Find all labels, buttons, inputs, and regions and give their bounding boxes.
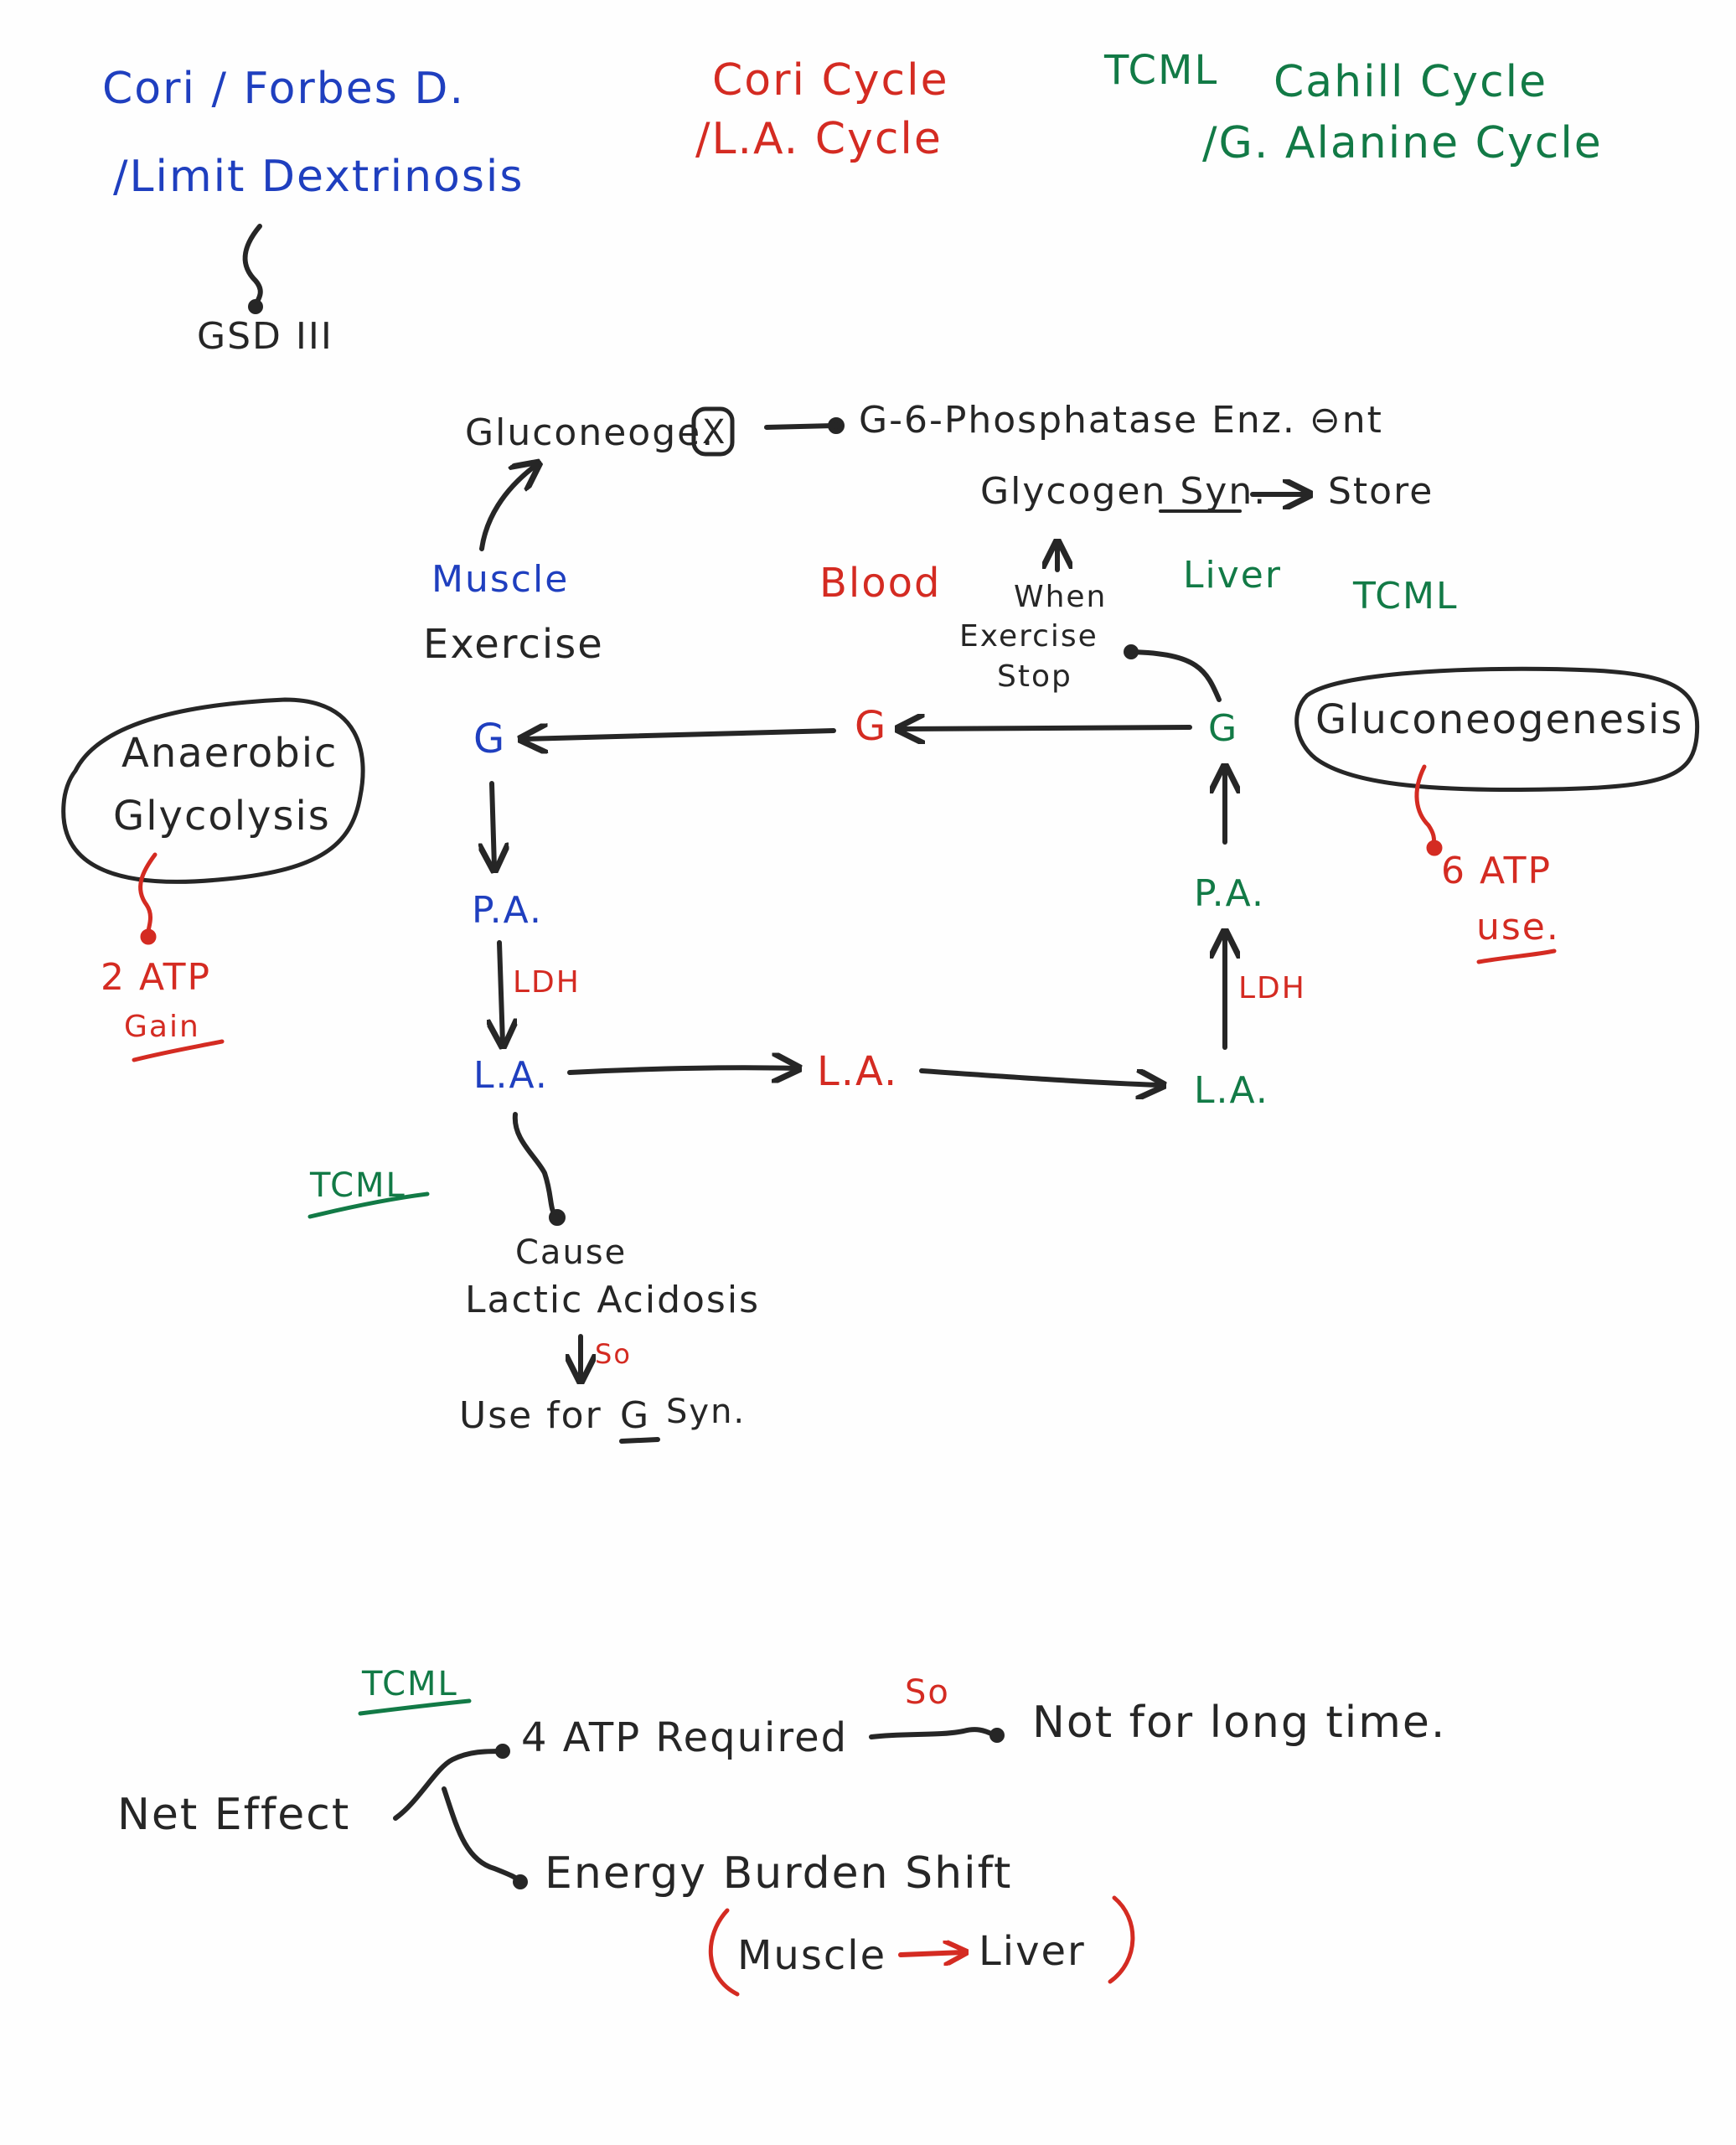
muscle-pyruvic-acid: P.A. [472, 889, 543, 932]
cause-label: Cause [515, 1233, 628, 1272]
so-label-net: So [905, 1673, 950, 1712]
syn-label: Syn. [666, 1393, 747, 1431]
blood-column-label: Blood [819, 560, 942, 607]
exercise-column-sub: Exercise [423, 621, 604, 668]
la-cycle-title: /L.A. Cycle [695, 114, 943, 164]
blocked-x-icon: X [702, 413, 727, 452]
gluconeogenesis-bubble-label: Gluconeogenesis [1315, 696, 1684, 743]
tcml-tag-net-effect: TCML [362, 1665, 458, 1703]
liver-pyruvic-acid: P.A. [1194, 872, 1265, 915]
blood-lactic-acid: L.A. [817, 1048, 899, 1095]
store-label: Store [1328, 470, 1434, 513]
gsd-iii-label: GSD III [197, 315, 333, 358]
six-atp-use: 6 ATP [1441, 850, 1553, 892]
glycolysis-label: Glycolysis [113, 793, 331, 840]
use-for-label: Use for [459, 1394, 602, 1437]
four-atp-required: 4 ATP Required [521, 1714, 849, 1761]
liver-lactic-acid: L.A. [1194, 1069, 1269, 1112]
not-for-long-time: Not for long time. [1032, 1698, 1447, 1748]
muscle-lactic-acid: L.A. [473, 1054, 549, 1097]
g6p-deficient-note: G-6-Phosphatase Enz. ⊖nt [859, 399, 1383, 442]
tcml-tag-liver: TCML [1353, 575, 1459, 618]
liver-glucose: G [1208, 707, 1239, 750]
glycogen-syn-label: Glycogen Syn. [980, 470, 1268, 513]
muscle-ldh-enzyme: LDH [513, 965, 581, 1000]
when-label: When [1014, 580, 1108, 614]
two-atp-gain: 2 ATP [101, 956, 212, 999]
muscle-column-label: Muscle [431, 558, 570, 601]
shift-from-muscle: Muscle [737, 1932, 887, 1979]
net-effect-label: Net Effect [117, 1790, 351, 1840]
anaerobic-label: Anaerobic [121, 730, 338, 777]
header-left-line1: Cori / Forbes D. [102, 64, 465, 114]
blood-glucose: G [855, 703, 888, 750]
liver-column-label: Liver [1183, 554, 1282, 597]
gain-label: Gain [124, 1010, 200, 1044]
stop-label: Stop [997, 659, 1072, 694]
muscle-glucose: G [473, 716, 507, 762]
energy-burden-shift: Energy Burden Shift [545, 1848, 1013, 1899]
glucose-alanine-cycle-title: /G. Alanine Cycle [1202, 118, 1603, 168]
liver-ldh-enzyme: LDH [1238, 971, 1306, 1005]
use-label: use. [1476, 906, 1560, 948]
shift-to-liver: Liver [979, 1928, 1086, 1975]
lactic-acidosis-label: Lactic Acidosis [465, 1279, 760, 1321]
gluconeogenesis-blocked: Gluconeoge. [465, 411, 716, 454]
tcml-tag-lactic: TCML [310, 1166, 406, 1205]
use-for-glucose: G [620, 1394, 651, 1437]
so-label-lactic: So [595, 1338, 632, 1370]
cori-cycle-title: Cori Cycle [712, 55, 949, 106]
exercise-label: Exercise [959, 619, 1098, 654]
header-left-line2: /Limit Dextrinosis [113, 152, 524, 202]
tcml-tag-top: TCML [1104, 47, 1219, 94]
cahill-cycle-title: Cahill Cycle [1274, 57, 1548, 107]
